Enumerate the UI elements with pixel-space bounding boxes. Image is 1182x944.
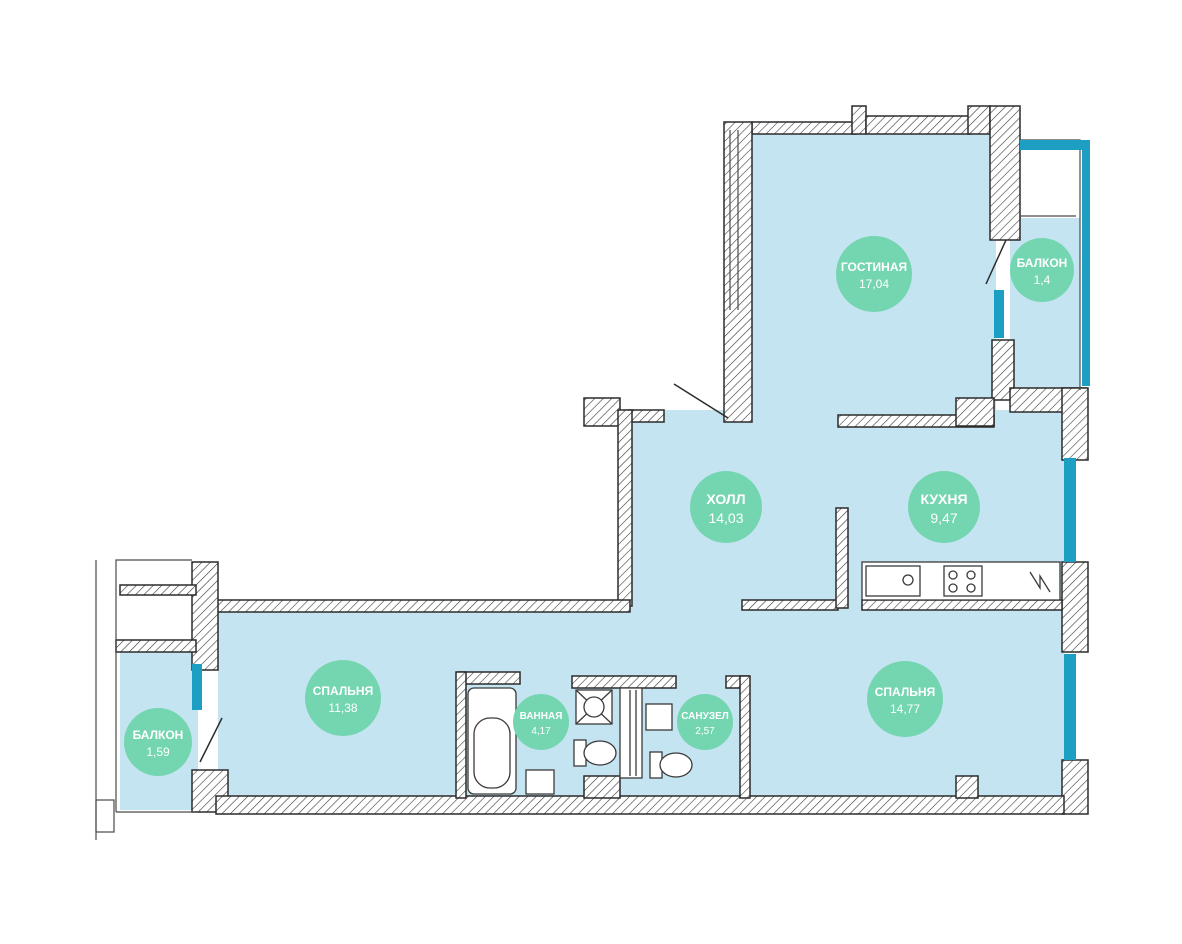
walls	[115, 105, 1089, 815]
window	[1020, 140, 1086, 150]
room-label-bedroom-left: СПАЛЬНЯ 11,38	[305, 660, 381, 736]
room-area: 1,59	[146, 745, 170, 759]
room-label-balcony-top: БАЛКОН 1,4	[1010, 238, 1074, 302]
windows	[192, 140, 1090, 760]
wall	[955, 775, 979, 799]
door-swing-icon	[199, 717, 223, 763]
sink-icon	[645, 703, 673, 731]
window	[1082, 140, 1090, 386]
wall	[215, 795, 1065, 815]
wall	[989, 105, 1021, 241]
balcony-left-rail	[115, 559, 192, 812]
room-label-circle	[677, 694, 733, 750]
room-name: СПАЛЬНЯ	[313, 684, 373, 698]
wall	[739, 675, 751, 799]
balcony-left-post	[95, 799, 115, 833]
wall	[115, 639, 197, 653]
room-label-circle	[513, 694, 569, 750]
doors	[199, 239, 1007, 763]
room-name: КУХНЯ	[920, 491, 967, 507]
sink-drain	[902, 574, 914, 586]
wall	[1061, 561, 1089, 653]
ventilation-shaft-icon	[575, 689, 613, 725]
wall	[457, 671, 521, 685]
wall	[851, 105, 867, 135]
room-area: 17,04	[859, 277, 889, 291]
room-label-circle	[867, 661, 943, 737]
room-area: 4,17	[531, 726, 551, 737]
window	[1064, 458, 1076, 562]
wall	[571, 675, 677, 689]
door-swing-icon	[673, 383, 729, 419]
bathtub-inner	[473, 717, 511, 789]
room-label-hall: ХОЛЛ 14,03	[690, 471, 762, 543]
wall	[865, 115, 971, 135]
room-area: 9,47	[930, 510, 957, 526]
room-label-bathroom: ВАННАЯ 4,17	[513, 694, 569, 750]
room-area: 1,4	[1034, 273, 1051, 287]
window	[1064, 654, 1076, 760]
room-label-circle	[1010, 238, 1074, 302]
room-label-circle	[690, 471, 762, 543]
room-label-circle	[908, 471, 980, 543]
room-name: ГОСТИНАЯ	[841, 260, 907, 274]
wall	[191, 561, 219, 671]
wall	[967, 105, 991, 135]
window	[994, 290, 1004, 338]
room-name: ВАННАЯ	[520, 711, 563, 722]
wall	[455, 671, 467, 799]
wall	[119, 584, 197, 596]
room-name: БАЛКОН	[133, 728, 184, 742]
room-area: 14,03	[708, 510, 743, 526]
wall	[215, 599, 631, 613]
wall	[1061, 759, 1089, 815]
wall	[955, 397, 995, 427]
room-label-kitchen: КУХНЯ 9,47	[908, 471, 980, 543]
wall	[583, 397, 621, 427]
room-label-circle	[836, 236, 912, 312]
window	[192, 664, 202, 710]
room-area: 11,38	[328, 701, 357, 715]
room-name: САНУЗЕЛ	[681, 711, 729, 722]
room-label-circle	[124, 708, 192, 776]
room-area: 14,77	[890, 702, 920, 716]
room-label-bedroom-right: СПАЛЬНЯ 14,77	[867, 661, 943, 737]
room-area: 2,57	[695, 726, 715, 737]
room-label-circle	[305, 660, 381, 736]
stove-icon	[943, 565, 983, 597]
sink-icon	[525, 769, 555, 795]
door-swing-icon	[985, 239, 1007, 285]
wall	[617, 409, 633, 607]
wall	[835, 507, 849, 609]
wall	[741, 599, 839, 611]
fixtures	[467, 561, 1061, 795]
wall	[751, 121, 857, 135]
toilet-icon	[649, 751, 693, 779]
room-labels: ГОСТИНАЯ17,04БАЛКОН1,4ХОЛЛ14,03КУХНЯ9,47…	[124, 236, 1074, 776]
wall	[991, 339, 1015, 401]
wall	[627, 409, 665, 423]
room-name: СПАЛЬНЯ	[875, 685, 935, 699]
toilet-icon	[573, 739, 617, 767]
partition	[619, 687, 643, 779]
room-name: БАЛКОН	[1017, 256, 1068, 270]
room-label-wc: САНУЗЕЛ 2,57	[677, 694, 733, 750]
room-label-balcony-left: БАЛКОН 1,59	[124, 708, 192, 776]
wall	[1061, 387, 1089, 461]
electric-symbol	[1029, 571, 1051, 593]
room-name: ХОЛЛ	[706, 491, 745, 507]
room-label-living: ГОСТИНАЯ 17,04	[836, 236, 912, 312]
wall	[583, 775, 621, 799]
wall	[861, 599, 1063, 611]
